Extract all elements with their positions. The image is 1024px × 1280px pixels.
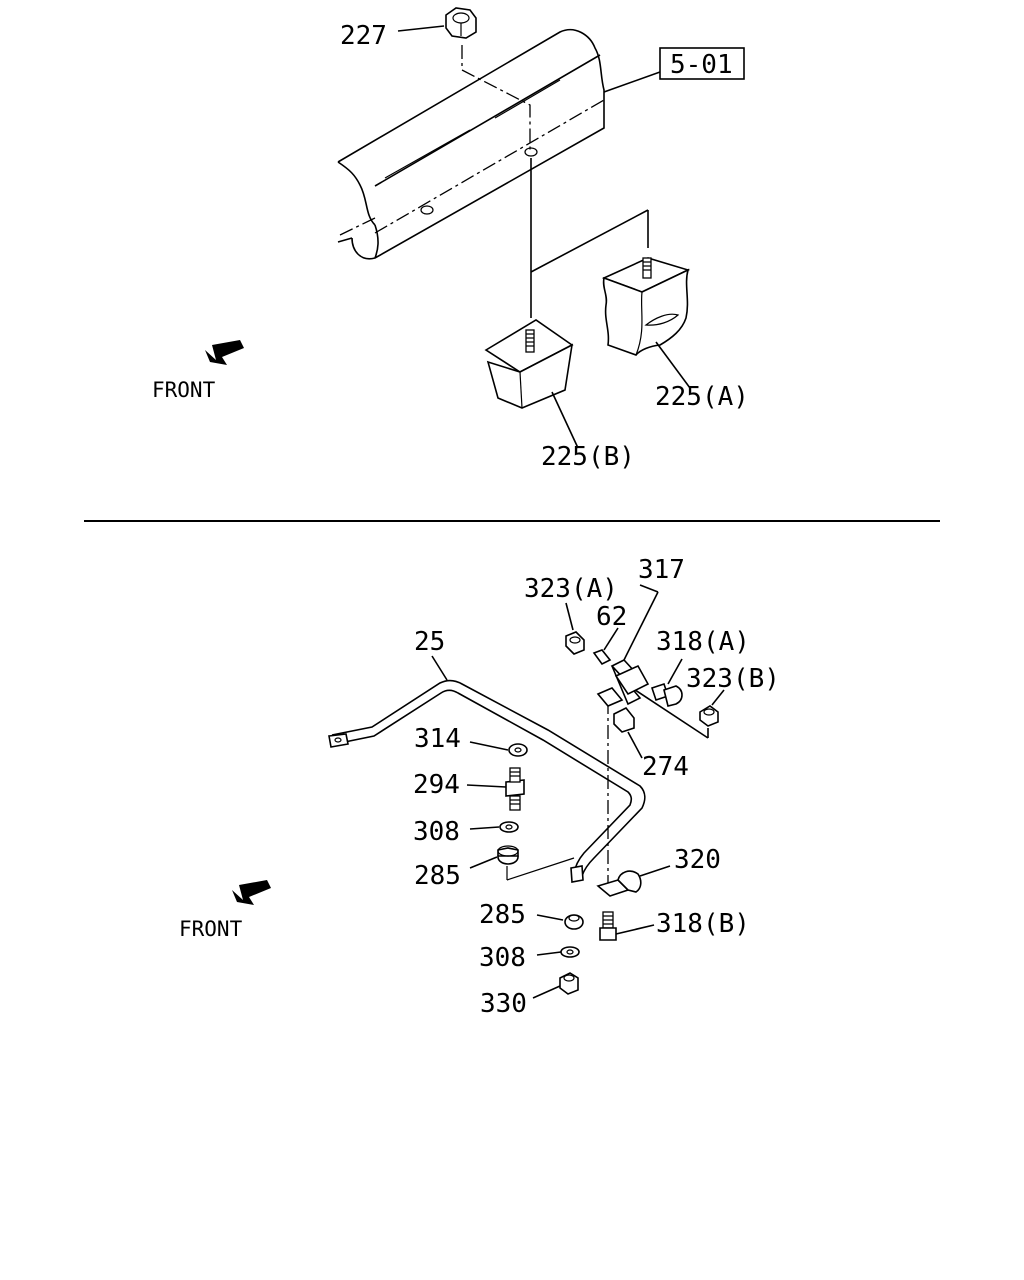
callout-320: 320 xyxy=(674,845,721,875)
callout-330: 330 xyxy=(480,989,527,1019)
callout-225b: 225(B) xyxy=(541,442,635,472)
callout-323a: 323(A) xyxy=(524,574,618,604)
nut-227 xyxy=(397,7,477,39)
washer-308-bottom xyxy=(536,946,580,958)
callout-308-bottom: 308 xyxy=(479,943,526,973)
callout-225a: 225(A) xyxy=(655,382,749,412)
nut-323b xyxy=(699,689,725,727)
callout-323b: 323(B) xyxy=(686,664,780,694)
callout-318a: 318(A) xyxy=(656,627,750,657)
callout-285-bottom: 285 xyxy=(479,900,526,930)
callout-25: 25 xyxy=(414,627,445,657)
bushing-clip-274 xyxy=(596,687,643,759)
callout-294: 294 xyxy=(413,770,460,800)
bumper-225b xyxy=(484,319,579,449)
bracket-320 xyxy=(596,865,671,897)
nut-323a xyxy=(565,602,585,655)
callout-227: 227 xyxy=(340,21,387,51)
callout-285-top: 285 xyxy=(414,861,461,891)
front-arrow-icon xyxy=(232,880,271,905)
front-arrow-top xyxy=(205,340,244,365)
bushing-285-top xyxy=(469,845,519,869)
top-diagram: 227 5-01 225(A) 225(B) FRONT xyxy=(152,7,749,472)
bolt-318b xyxy=(599,911,655,941)
callout-308-top: 308 xyxy=(413,817,460,847)
stabilizer-bar xyxy=(328,655,646,883)
stud-294 xyxy=(466,767,525,811)
bumper-225a xyxy=(601,257,691,389)
frame-rail xyxy=(337,28,661,260)
callout-62: 62 xyxy=(596,602,627,632)
bumper-mount-lines xyxy=(530,158,649,318)
front-label-top: FRONT xyxy=(152,378,216,402)
front-arrow-bottom xyxy=(232,880,271,905)
callout-314: 314 xyxy=(414,724,461,754)
link-line xyxy=(506,857,575,881)
front-label-bottom: FRONT xyxy=(179,917,243,941)
link-assembly xyxy=(592,584,709,739)
nut-330 xyxy=(532,972,579,999)
callout-274: 274 xyxy=(642,752,689,782)
bushing-285-bottom xyxy=(536,914,584,930)
callout-317: 317 xyxy=(638,555,685,585)
reference-box xyxy=(659,47,745,80)
callout-318b: 318(B) xyxy=(656,909,750,939)
front-arrow-icon xyxy=(205,340,244,365)
callout-5-01: 5-01 xyxy=(670,50,733,80)
washer-314 xyxy=(469,741,528,757)
washer-308-top xyxy=(469,821,519,833)
bottom-diagram: 25 323(A) 62 317 318(A) 323(B) 274 314 2… xyxy=(179,555,780,1019)
